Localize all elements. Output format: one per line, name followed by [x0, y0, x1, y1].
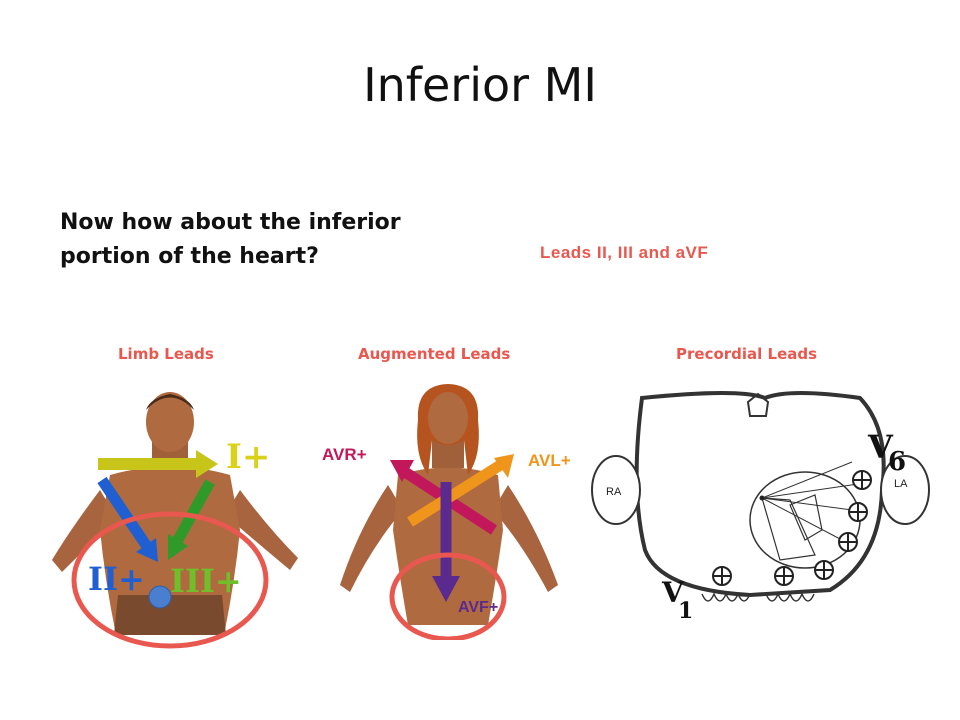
- precordial-leads-figure: RA LA V 6 V 1: [591, 391, 930, 624]
- avf-highlight-ellipse: [389, 552, 507, 640]
- inferior-highlight-ellipse: [71, 511, 269, 649]
- v1-number: 1: [678, 598, 693, 624]
- electrode-dot: [148, 585, 172, 609]
- avl-arrow: [407, 454, 514, 527]
- lead-i-arrow: [98, 450, 218, 478]
- lead-iii-arrow: [168, 479, 215, 560]
- answer-text: Leads II, III and aVF: [540, 243, 709, 262]
- chest-outline: [634, 391, 886, 598]
- avf-arrow: [432, 482, 460, 602]
- right-arm-circle: [591, 455, 641, 525]
- limb-leads-figure: I+ II+ III+: [52, 392, 298, 649]
- v6-letter: V: [867, 428, 894, 466]
- spine-icon: [746, 392, 770, 417]
- lead-i-label: I+: [226, 437, 270, 477]
- label-precordial-leads: Precordial Leads: [676, 345, 818, 363]
- precordial-electrodes: [712, 470, 872, 586]
- v6-number: 6: [888, 447, 906, 477]
- la-label: LA: [894, 478, 908, 490]
- ra-label: RA: [606, 486, 622, 498]
- label-augmented-leads: Augmented Leads: [358, 345, 511, 363]
- label-limb-leads: Limb Leads: [118, 345, 214, 363]
- heart-cross-section: [749, 461, 861, 569]
- left-arm-circle: [880, 455, 930, 525]
- question-text: Now how about the inferior portion of th…: [60, 210, 401, 269]
- avl-label: AVL+: [528, 451, 571, 470]
- avr-label: AVR+: [322, 445, 367, 464]
- lead-ii-arrow: [97, 476, 158, 562]
- slide-title: Inferior MI: [363, 58, 597, 112]
- v1-letter: V: [661, 576, 685, 609]
- avf-label: AVF+: [458, 599, 498, 616]
- augmented-leads-figure: AVR+ AVL+ AVF+: [322, 384, 571, 640]
- abdomen-outline: [701, 592, 815, 602]
- lead-ii-label: II+: [88, 560, 145, 598]
- lead-iii-label: III+: [170, 562, 242, 600]
